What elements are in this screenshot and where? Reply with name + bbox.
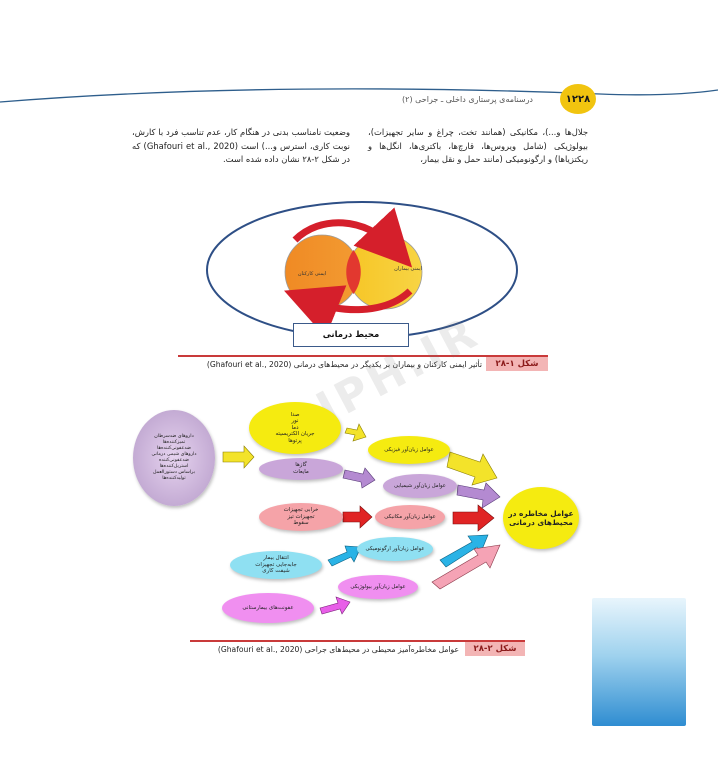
arrow-agents-to-physical	[222, 445, 255, 469]
paragraph-right-column: جلال‌ها و...)، مکانیکی (همانند تخت، چراغ…	[368, 127, 588, 164]
arrow-chemical-to-factor	[342, 467, 376, 489]
page-number-badge: ۱۲۲۸	[560, 84, 596, 114]
circle-left-label: ایمنی کارکنان	[298, 271, 326, 277]
decorative-blue-panel	[592, 598, 686, 726]
paragraph-left-column: وضعیت نامناسب بدنی در هنگام کار، عدم تنا…	[132, 127, 350, 164]
physical-sources-bubble: صدا نور دما جریان الکتریسیته پرتوها	[249, 402, 341, 454]
chemical-sources-bubble: گازها مایعات	[259, 458, 343, 480]
factor-ergonomic-bubble: عوامل زیان‌آور ارگونومیکی	[357, 537, 433, 561]
figure2-caption-bar	[190, 640, 525, 656]
mechanical-sources-bubble: خرابی تجهیزات تجهیزات تیز سقوط	[259, 503, 343, 531]
arrow-bio-to-factor	[319, 596, 351, 615]
arrow-ergonomic-to-factor	[327, 545, 362, 567]
figure1-diagram: ایمنی بیماران ایمنی کارکنان	[206, 201, 518, 339]
arrow-lower	[283, 285, 413, 338]
arrow-mechanical-to-factor	[342, 505, 373, 529]
agents-bubble: داروهای ضدسرطان تمیزکننده‌ها ضدعفونی‌کنن…	[133, 410, 215, 506]
figure2-caption-text: عوامل مخاطره‌آمیز محیطی در محیط‌های جراح…	[217, 645, 459, 654]
arrow-red-to-center	[452, 504, 495, 532]
arrow-physical-to-factor	[344, 423, 367, 442]
figure2-caption-tag: شکل ۲-۲۸	[465, 642, 525, 656]
figure1-caption-text: تأثیر ایمنی کارکنان و بیماران بر یکدیگر …	[206, 360, 482, 369]
figure1-caption-bar	[178, 355, 548, 371]
factor-physical-bubble: عوامل زیان‌آور فیزیکی	[368, 436, 450, 464]
arrow-violet-to-center	[456, 482, 501, 509]
factor-mechanical-bubble: عوامل زیان‌آور مکانیکی	[375, 505, 445, 529]
figure1-caption-tag: شکل ۱-۲۸	[486, 357, 548, 371]
biological-sources-bubble: عفونت‌های بیمارستانی	[222, 593, 314, 623]
circle-right-label: ایمنی بیماران	[394, 266, 422, 272]
header-curve	[0, 88, 718, 103]
arrow-factor-to-center-yellow	[446, 451, 498, 486]
arrow-upper	[292, 207, 413, 268]
environment-box-label: محیط درمانی	[293, 323, 409, 347]
running-header-title: درسنامه‌ی پرستاری داخلی ـ جراحی (۲)	[402, 95, 533, 104]
factor-biological-bubble: عوامل زیان‌آور بیولوژیکی	[338, 575, 418, 599]
center-hazards-bubble: عوامل مخاطره در محیط‌های درمانی	[503, 487, 579, 549]
ergonomic-sources-bubble: انتقال بیمار جابه‌جایی تجهیزات شیفت کاری	[230, 551, 322, 579]
arrow-cyan-to-center	[439, 534, 489, 568]
arrow-magenta-to-center	[431, 544, 501, 590]
factor-chemical-bubble: عوامل زیان‌آور شیمیایی	[383, 474, 457, 498]
